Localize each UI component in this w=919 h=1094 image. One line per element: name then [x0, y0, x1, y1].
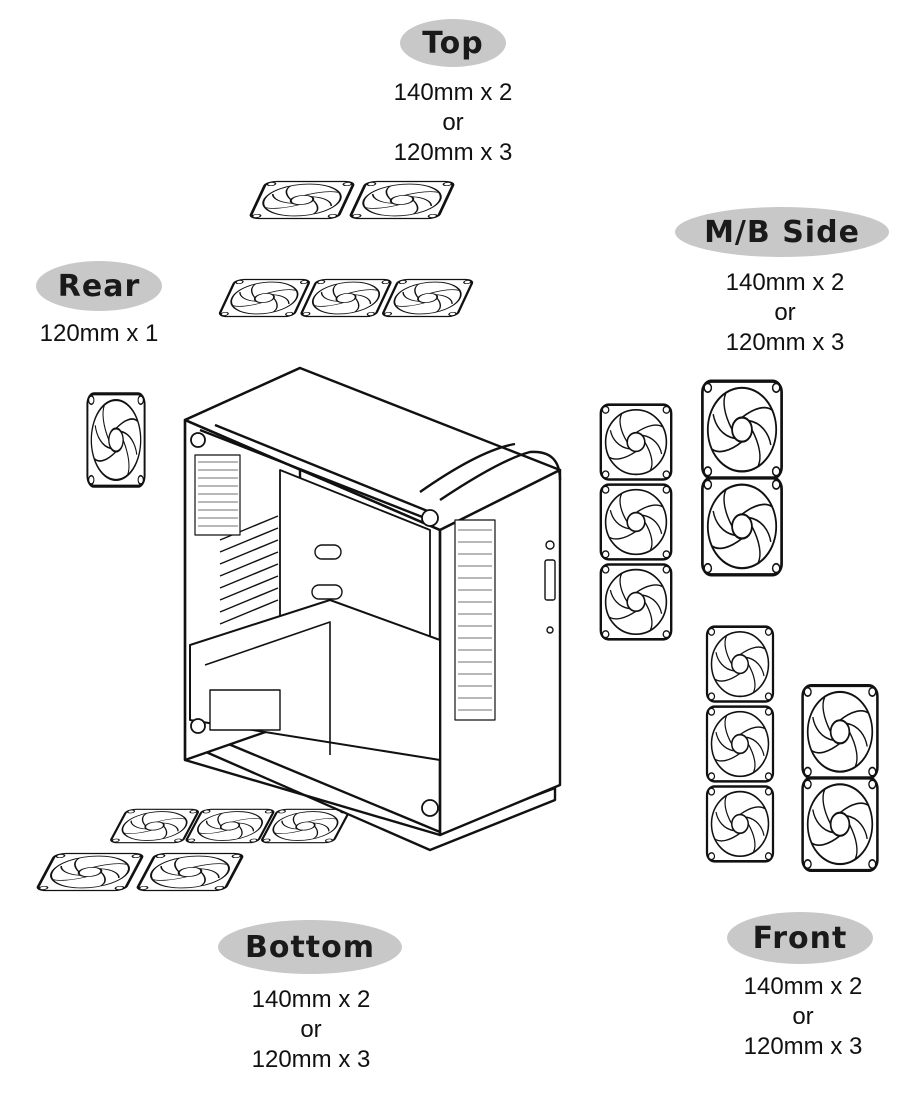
- rear-label-pill: Rear: [36, 261, 162, 311]
- rear-spec: 120mm x 1: [18, 319, 180, 349]
- bottom-fans-140: [34, 851, 246, 893]
- front-fans-120: [705, 625, 775, 863]
- top-fans-140: [247, 179, 457, 221]
- rear-spec-line-1: 120mm x 1: [39, 320, 159, 347]
- mbside-label-pill: M/B Side: [675, 207, 889, 257]
- bottom-spec: 140mm x 2 or 120mm x 3: [226, 985, 396, 1075]
- front-fans-140: [801, 684, 879, 872]
- bottom-label-pill: Bottom: [218, 920, 402, 974]
- mbside-fans-120: [599, 403, 673, 641]
- rear-fan: [85, 392, 147, 488]
- front-spec-line-2: or: [792, 1003, 814, 1030]
- mbside-label: M/B Side: [704, 214, 860, 250]
- mbside-spec-line-2: or: [774, 299, 796, 326]
- bottom-spec-line-1: 140mm x 2: [251, 986, 371, 1013]
- mbside-fans-140: [700, 379, 784, 577]
- bottom-label: Bottom: [244, 929, 376, 965]
- front-spec-line-1: 140mm x 2: [743, 973, 863, 1000]
- top-fans-120: [217, 278, 475, 318]
- top-spec-line-2: or: [442, 109, 464, 136]
- front-spec-line-3: 120mm x 3: [743, 1033, 863, 1060]
- pc-case: [183, 366, 562, 852]
- top-label-pill: Top: [400, 19, 506, 67]
- top-spec-line-1: 140mm x 2: [393, 79, 513, 106]
- bottom-fans-120: [108, 808, 352, 844]
- top-label: Top: [422, 25, 484, 61]
- front-label-pill: Front: [727, 912, 873, 964]
- rear-label: Rear: [57, 268, 141, 304]
- bottom-spec-line-3: 120mm x 3: [251, 1046, 371, 1073]
- mbside-spec-line-3: 120mm x 3: [725, 329, 845, 356]
- bottom-spec-line-2: or: [300, 1016, 322, 1043]
- top-spec: 140mm x 2 or 120mm x 3: [368, 78, 538, 168]
- mbside-spec-line-1: 140mm x 2: [725, 269, 845, 296]
- front-label: Front: [752, 920, 848, 956]
- top-spec-line-3: 120mm x 3: [393, 139, 513, 166]
- mbside-spec: 140mm x 2 or 120mm x 3: [700, 268, 870, 358]
- front-spec: 140mm x 2 or 120mm x 3: [718, 972, 888, 1062]
